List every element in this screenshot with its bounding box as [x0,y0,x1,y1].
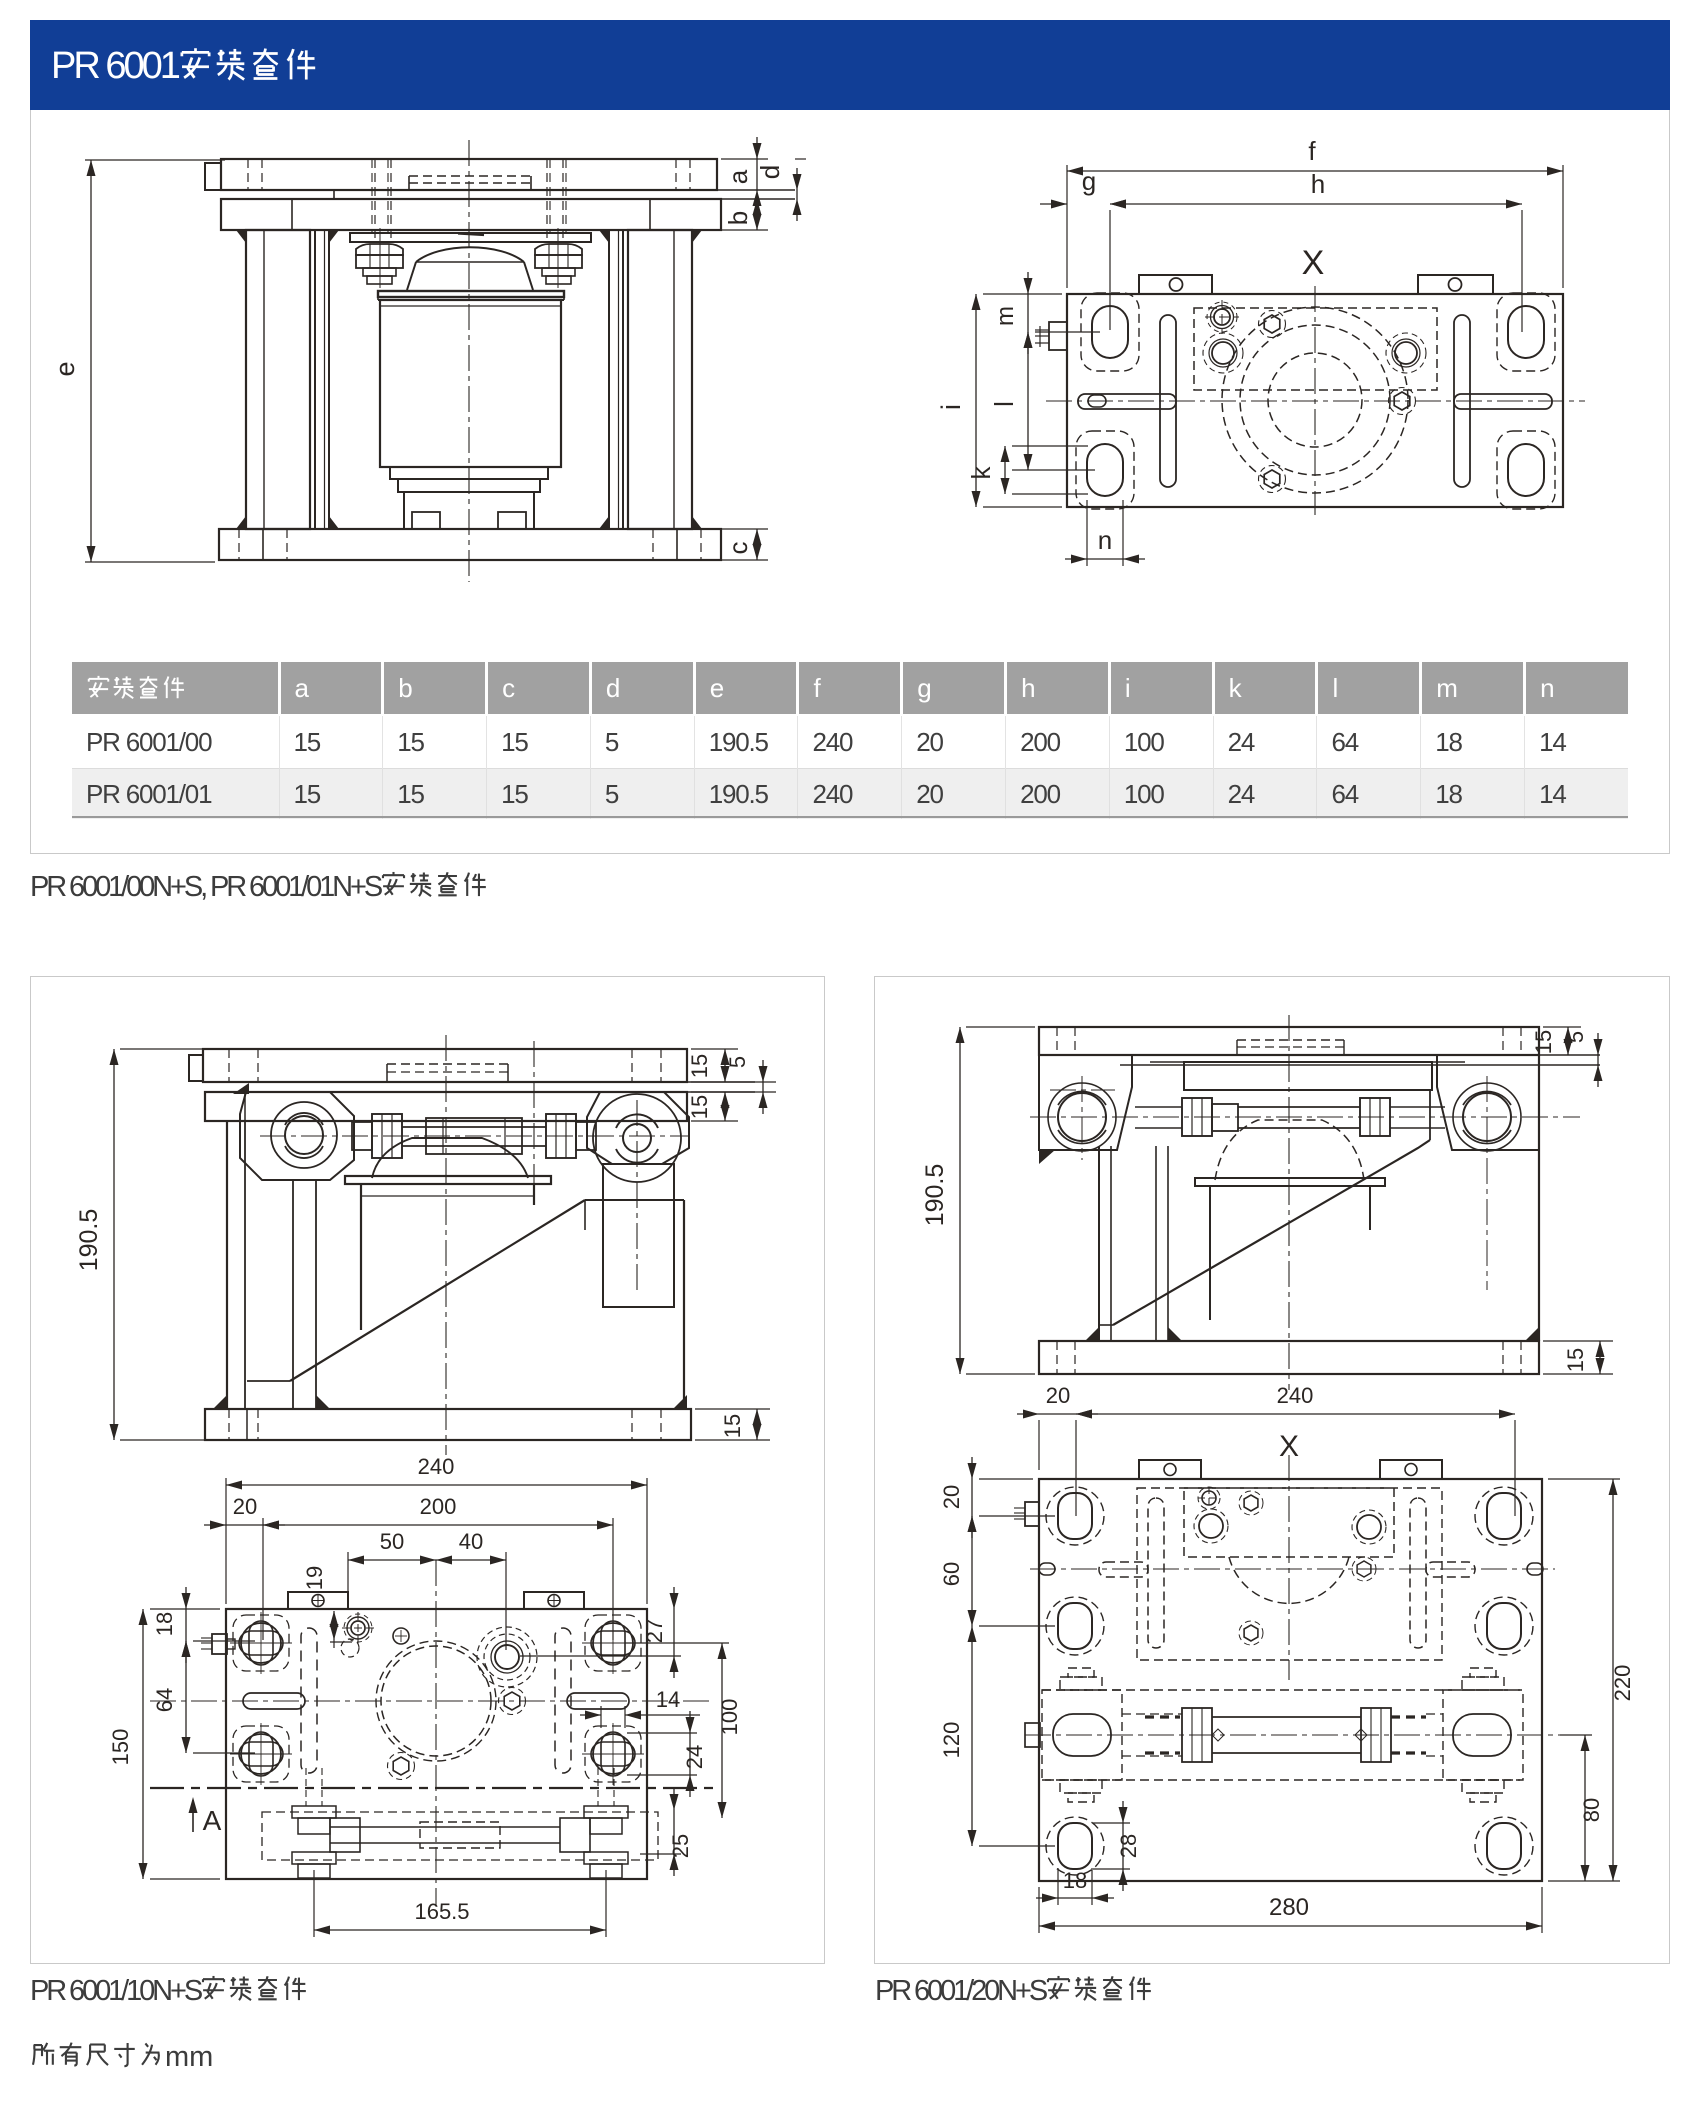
svg-text:k: k [966,466,996,480]
svg-text:27: 27 [642,1619,667,1643]
svg-text:165.5: 165.5 [414,1899,469,1924]
svg-text:14: 14 [656,1687,680,1712]
svg-text:X: X [1279,1430,1299,1463]
svg-text:24: 24 [682,1745,707,1769]
svg-text:20: 20 [939,1485,964,1509]
svg-text:20: 20 [233,1494,257,1519]
svg-text:c: c [723,542,753,555]
svg-text:15: 15 [687,1095,712,1119]
svg-text:15: 15 [1563,1348,1588,1372]
svg-text:a: a [723,169,753,184]
svg-text:60: 60 [939,1562,964,1586]
svg-text:X: X [1302,244,1325,282]
svg-text:200: 200 [420,1494,457,1519]
svg-text:18: 18 [1063,1868,1087,1893]
svg-text:5: 5 [1563,1031,1588,1043]
svg-text:220: 220 [1610,1665,1635,1702]
svg-text:15: 15 [720,1414,745,1438]
svg-text:19: 19 [302,1566,327,1590]
svg-text:m: m [992,306,1019,326]
svg-text:h: h [1311,169,1325,199]
svg-text:80: 80 [1579,1798,1604,1822]
svg-text:5: 5 [725,1056,750,1068]
svg-text:40: 40 [459,1529,483,1554]
svg-text:l: l [989,401,1019,407]
svg-text:15: 15 [687,1054,712,1078]
svg-text:e: e [50,361,80,376]
svg-text:240: 240 [1277,1383,1314,1408]
svg-text:n: n [1098,525,1112,555]
svg-text:20: 20 [1046,1383,1070,1408]
svg-text:b: b [723,211,753,225]
svg-text:A: A [203,1805,222,1836]
svg-text:150: 150 [108,1729,133,1766]
svg-text:g: g [1082,166,1096,196]
svg-text:f: f [1308,136,1316,166]
svg-text:190.5: 190.5 [75,1209,103,1272]
svg-text:64: 64 [152,1688,177,1712]
svg-text:240: 240 [418,1454,455,1479]
svg-text:18: 18 [152,1612,177,1636]
svg-text:120: 120 [939,1722,964,1759]
svg-text:28: 28 [1116,1834,1141,1858]
svg-text:50: 50 [380,1529,404,1554]
svg-text:15: 15 [1531,1030,1556,1054]
svg-text:100: 100 [717,1699,742,1736]
svg-text:280: 280 [1269,1894,1309,1921]
svg-text:i: i [936,404,966,410]
svg-text:190.5: 190.5 [921,1164,949,1227]
svg-text:d: d [755,165,785,179]
